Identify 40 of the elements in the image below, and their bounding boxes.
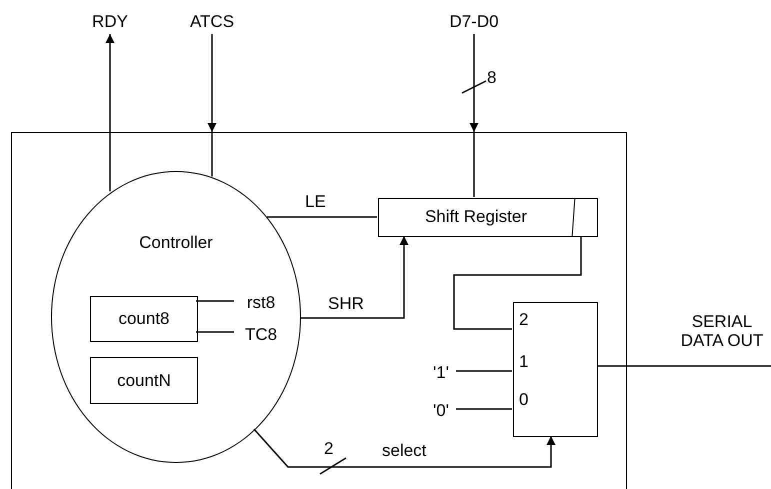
connector-line: [456, 408, 512, 410]
multiplexer-box: [513, 302, 598, 437]
connector-line: [211, 132, 213, 176]
connector-line: [597, 365, 771, 367]
connector-line: [456, 370, 512, 372]
pin-number: 1: [519, 353, 528, 372]
edge-label: LE: [305, 193, 326, 212]
counter-box: [90, 296, 198, 342]
arrow: [208, 34, 216, 132]
signal-name: SERIAL DATA OUT: [673, 298, 771, 366]
block-title: Shift Register: [424, 208, 528, 227]
arrow: [300, 236, 408, 319]
bus-width: 2: [324, 440, 334, 459]
pin-number: 0: [519, 391, 528, 410]
signal-name: D7-D0: [434, 10, 514, 34]
pin-number: 2: [519, 311, 528, 330]
arrow: [253, 428, 556, 468]
signal-name: rst8: [236, 291, 286, 315]
signal-name: '0': [425, 399, 457, 423]
counter-box: [90, 357, 198, 404]
connector-line: [453, 236, 582, 330]
block-title: Controller: [138, 234, 214, 253]
arrow: [106, 34, 114, 192]
edge-label: SHR: [328, 295, 364, 314]
connector-line: [196, 331, 234, 333]
shift-register-box: [378, 198, 598, 237]
controller-ellipse: [51, 171, 301, 463]
connector-line: [473, 132, 475, 197]
signal-name: RDY: [84, 10, 136, 34]
block-title: countN: [116, 372, 172, 390]
connector-line: [266, 216, 377, 218]
signal-name: '1': [425, 361, 457, 385]
signal-name: ATCS: [176, 10, 248, 34]
bus-width: 8: [487, 69, 496, 88]
edge-label: select: [382, 442, 426, 461]
arrow: [470, 34, 478, 132]
block-outline: [11, 132, 627, 489]
connector-line: [196, 300, 234, 302]
block-title: count8: [117, 310, 171, 329]
signal-name: TC8: [236, 323, 286, 347]
